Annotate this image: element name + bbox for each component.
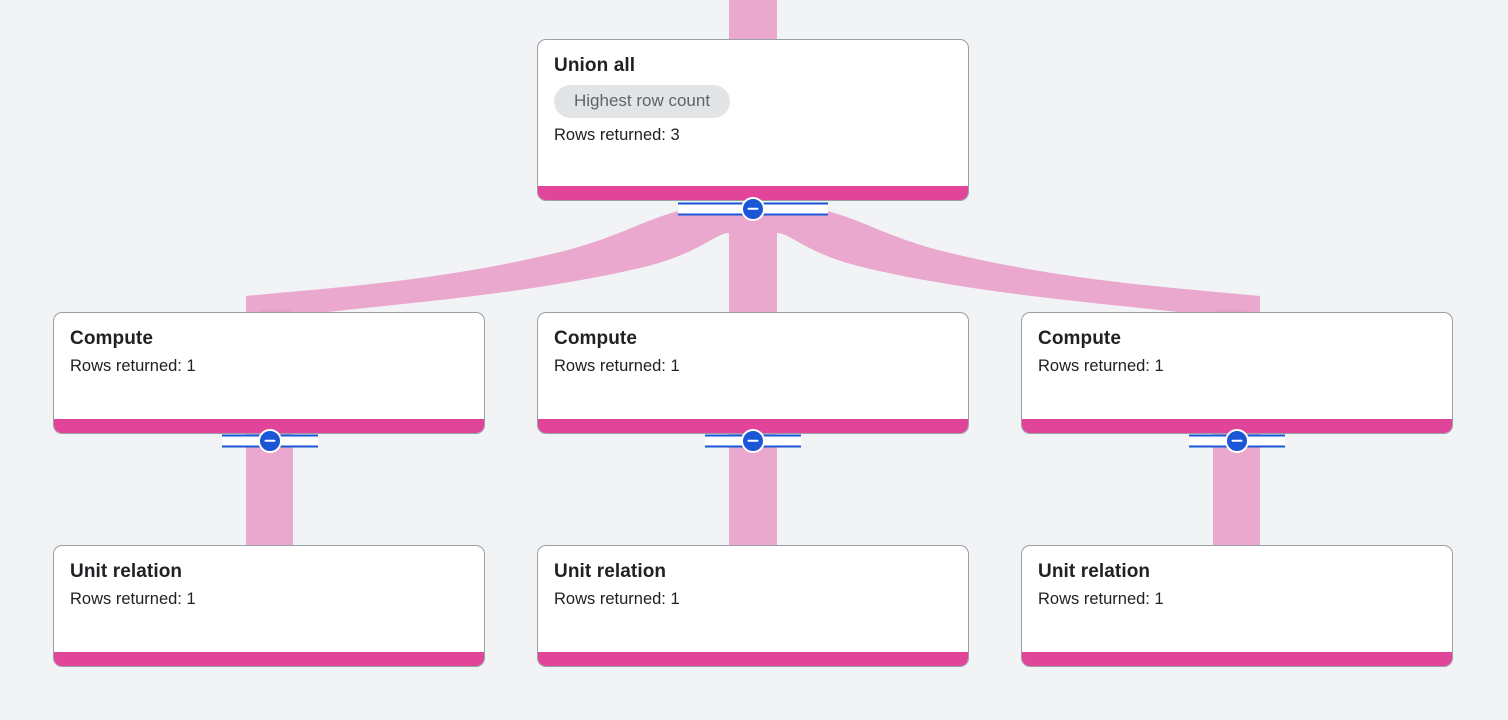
node-body: Unit relation Rows returned: 1 [1022, 546, 1452, 652]
node-compute-right[interactable]: Compute Rows returned: 1 [1021, 312, 1453, 434]
node-rows-returned: Rows returned: 1 [554, 357, 680, 375]
minus-circle-icon[interactable] [1225, 429, 1249, 453]
collapse-button-compute-left[interactable] [222, 429, 318, 453]
node-body: Unit relation Rows returned: 1 [54, 546, 484, 652]
node-rows-returned: Rows returned: 1 [1038, 357, 1164, 375]
node-accent-bar [538, 186, 968, 200]
minus-circle-icon[interactable] [741, 197, 765, 221]
collapse-button-union-all[interactable] [678, 197, 828, 221]
node-rows-returned: Rows returned: 1 [1038, 590, 1164, 608]
edge-in-union-all [729, 0, 777, 39]
node-body: Compute Rows returned: 1 [1022, 313, 1452, 419]
node-body: Compute Rows returned: 1 [538, 313, 968, 419]
node-accent-bar [54, 419, 484, 433]
collapse-button-compute-right[interactable] [1189, 429, 1285, 453]
node-unit-relation-right[interactable]: Unit relation Rows returned: 1 [1021, 545, 1453, 667]
node-unit-relation-middle[interactable]: Unit relation Rows returned: 1 [537, 545, 969, 667]
node-body: Compute Rows returned: 1 [54, 313, 484, 419]
edge-union-all-to-compute-middle [729, 205, 777, 312]
node-title: Compute [1038, 328, 1122, 349]
node-title: Compute [70, 328, 154, 349]
edge-union-all-to-compute-right [777, 205, 1260, 327]
node-title: Unit relation [1038, 561, 1151, 582]
edge-union-all-to-compute-left [246, 205, 729, 327]
node-compute-middle[interactable]: Compute Rows returned: 1 [537, 312, 969, 434]
node-title: Compute [554, 328, 638, 349]
collapse-button-compute-middle[interactable] [705, 429, 801, 453]
node-body: Unit relation Rows returned: 1 [538, 546, 968, 652]
node-title: Union all [554, 55, 636, 76]
node-title: Unit relation [554, 561, 667, 582]
node-title: Unit relation [70, 561, 183, 582]
node-accent-bar [538, 419, 968, 433]
status-badge: Highest row count [554, 85, 731, 118]
minus-circle-icon[interactable] [741, 429, 765, 453]
node-compute-left[interactable]: Compute Rows returned: 1 [53, 312, 485, 434]
node-body: Union all Highest row count Rows returne… [538, 40, 968, 186]
minus-circle-icon[interactable] [258, 429, 282, 453]
node-rows-returned: Rows returned: 3 [554, 126, 680, 144]
node-rows-returned: Rows returned: 1 [554, 590, 680, 608]
node-union-all[interactable]: Union all Highest row count Rows returne… [537, 39, 969, 201]
node-accent-bar [538, 652, 968, 666]
node-accent-bar [1022, 419, 1452, 433]
node-rows-returned: Rows returned: 1 [70, 357, 196, 375]
node-rows-returned: Rows returned: 1 [70, 590, 196, 608]
node-accent-bar [54, 652, 484, 666]
node-accent-bar [1022, 652, 1452, 666]
node-unit-relation-left[interactable]: Unit relation Rows returned: 1 [53, 545, 485, 667]
